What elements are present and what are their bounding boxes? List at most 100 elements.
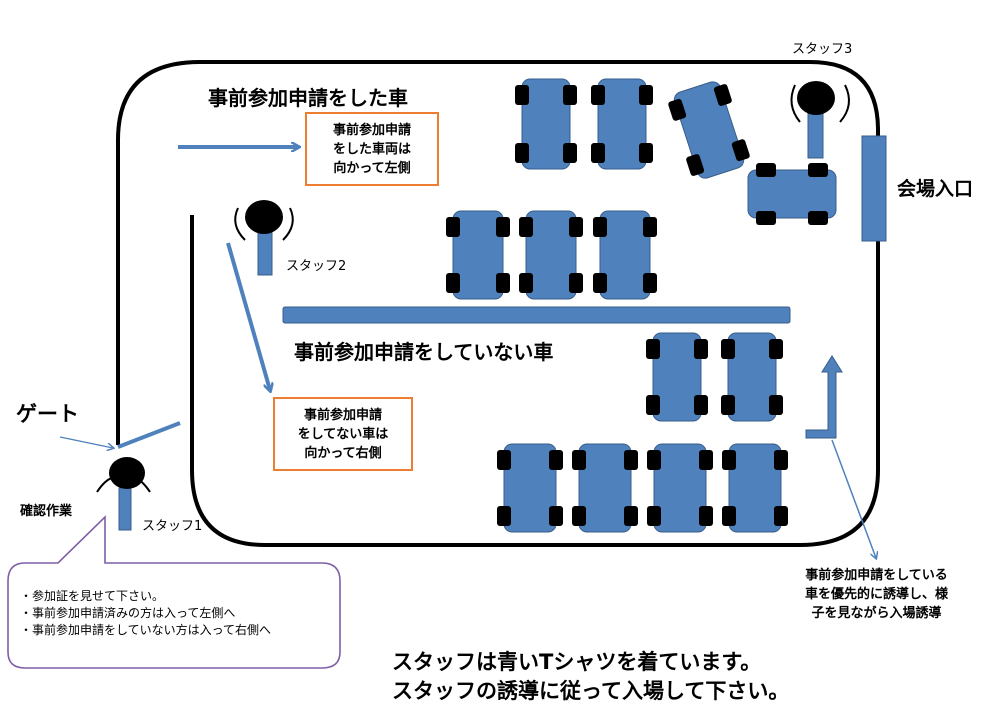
car-tire — [774, 506, 788, 526]
parked-car — [646, 332, 708, 422]
parked-car — [446, 210, 510, 300]
car-tire — [593, 217, 607, 237]
car-tire — [569, 217, 583, 237]
car-tire — [668, 98, 687, 121]
outer-boundary-line — [116, 60, 880, 547]
footer-line: スタッフの誘導に従って入場して下さい。 — [392, 679, 790, 703]
car-tire — [591, 143, 605, 163]
car-tire — [497, 506, 511, 526]
car-tire — [569, 273, 583, 293]
car-tire — [756, 211, 776, 225]
parked-car — [497, 443, 563, 533]
gate-bar — [117, 421, 181, 449]
parked-cars — [446, 78, 837, 533]
parked-car — [519, 210, 583, 300]
parked-car — [572, 443, 638, 533]
car-tire — [647, 450, 661, 470]
car-body — [578, 443, 632, 533]
parked-car — [721, 332, 783, 422]
gate-label: ゲート — [16, 402, 79, 426]
staff-figure-2 — [234, 200, 294, 276]
car-body — [452, 210, 504, 300]
car-tire — [639, 85, 653, 105]
car-body — [673, 81, 745, 179]
arrow-to-right-lane — [226, 242, 270, 390]
car-tire — [808, 211, 828, 225]
staff1-label: スタッフ1 — [142, 519, 203, 534]
car-tire — [496, 217, 510, 237]
right-lane-box-line: 向かって右側 — [304, 445, 382, 461]
car-tire — [694, 339, 708, 359]
callout-line: ・参加証を見せて下さい。 — [20, 589, 165, 603]
car-body — [525, 210, 577, 300]
car-tire — [713, 84, 732, 106]
turn-arrow — [805, 355, 843, 439]
car-tire — [563, 85, 577, 105]
car-tire — [808, 163, 828, 177]
gate-pointer-arrow — [59, 436, 113, 448]
left-lane-info-box: 事前参加申請 をした車両は 向かって左側 — [305, 112, 439, 186]
arrow-to-guidance-note — [831, 439, 876, 558]
priority-guidance-note: 事前参加申請をしている 車を優先的に誘導し、様 子を見ながら入場誘導 — [805, 566, 948, 623]
footer-notice: スタッフは青いTシャツを着ています。 スタッフの誘導に従って入場して下さい。 — [392, 648, 789, 706]
car-tire — [624, 450, 638, 470]
car-tire — [774, 450, 788, 470]
car-tire — [549, 506, 563, 526]
staff3-label: スタッフ3 — [792, 42, 853, 57]
car-tire — [686, 154, 705, 176]
car-tire — [756, 163, 776, 177]
car-tire — [639, 143, 653, 163]
car-tire — [549, 450, 563, 470]
staff2-label: スタッフ2 — [286, 259, 347, 274]
car-tire — [515, 143, 529, 163]
car-tire — [769, 339, 783, 359]
venue-entrance-door — [861, 135, 887, 242]
venue-entrance-label: 会場入口 — [897, 178, 974, 200]
car-tire — [731, 139, 750, 162]
callout-line: ・事前参加申請済みの方は入って左側へ — [20, 606, 236, 620]
car-tire — [446, 273, 460, 293]
car-body — [652, 332, 702, 422]
parked-car — [515, 78, 577, 170]
car-tire — [699, 506, 713, 526]
check-work-label: 確認作業 — [20, 504, 73, 519]
car-tire — [694, 395, 708, 415]
car-tire — [572, 450, 586, 470]
car-body — [653, 443, 707, 533]
car-tire — [769, 395, 783, 415]
car-tire — [563, 143, 577, 163]
car-tire — [721, 339, 735, 359]
unregistered-cars-label: 事前参加申請をしていない車 — [294, 340, 554, 364]
car-body — [521, 78, 571, 170]
parked-car — [668, 81, 750, 179]
parked-car — [591, 78, 653, 170]
parked-car — [747, 163, 837, 225]
left-lane-box-line: 事前参加申請 — [332, 122, 411, 138]
staff-figure-3 — [790, 81, 850, 159]
car-body — [503, 443, 557, 533]
car-tire — [643, 273, 657, 293]
car-tire — [572, 506, 586, 526]
guidance-note-line: 事前参加申請をしている — [805, 568, 948, 583]
lane-divider — [282, 306, 791, 324]
car-tire — [699, 450, 713, 470]
parked-car — [647, 443, 713, 533]
car-tire — [515, 85, 529, 105]
car-tire — [519, 273, 533, 293]
car-body — [597, 78, 647, 170]
car-tire — [646, 339, 660, 359]
parked-car — [722, 443, 788, 533]
car-body — [747, 169, 837, 219]
car-tire — [624, 506, 638, 526]
left-lane-box-line: をした車両は — [332, 141, 411, 157]
car-tire — [446, 217, 460, 237]
car-tire — [647, 506, 661, 526]
footer-line: スタッフは青いTシャツを着ています。 — [392, 650, 762, 674]
callout-line: ・事前参加申請をしていない方は入って右側へ — [20, 623, 272, 637]
staff-figure-1 — [96, 457, 151, 531]
right-lane-info-box: 事前参加申請 をしてない車は 向かって右側 — [273, 397, 413, 471]
car-tire — [721, 395, 735, 415]
left-lane-box-line: 向かって左側 — [333, 160, 411, 176]
car-tire — [496, 273, 510, 293]
